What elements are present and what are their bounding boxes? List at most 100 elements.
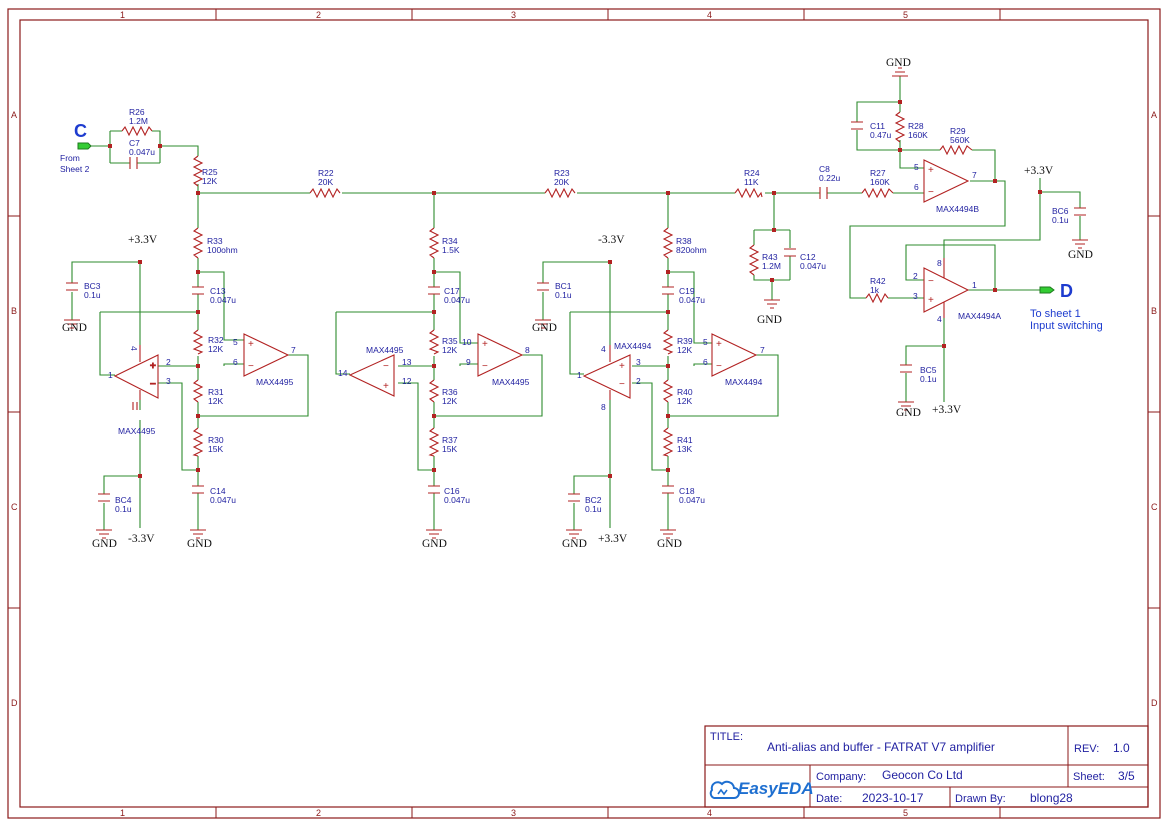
svg-text:−: − [716, 361, 722, 372]
value-label: 0.047u [129, 147, 155, 157]
opamp-u-c1[interactable]: + − [582, 345, 631, 400]
component-labels: R26 1.2M C7 0.047u R25 12K R22 20K R23 2… [84, 107, 1069, 514]
row-label-left: A [11, 110, 17, 120]
ref-label: R38 [676, 236, 692, 246]
gnd-label: GND [1068, 249, 1093, 261]
resistor-r31[interactable] [192, 379, 204, 403]
resistor-r27[interactable] [861, 187, 894, 199]
resistor-r26[interactable] [121, 125, 153, 137]
ref-label: BC5 [920, 365, 937, 375]
resistor-r39[interactable] [662, 329, 674, 355]
capacitor-c11[interactable] [851, 121, 863, 130]
capacitor-bc6[interactable] [1074, 207, 1086, 216]
pin-number: 7 [291, 345, 296, 355]
ref-label: R40 [677, 387, 693, 397]
opamp-u-d2[interactable]: − + [923, 258, 970, 318]
net-port-d[interactable]: D To sheet 1 Input switching [1030, 281, 1103, 332]
junctions [108, 100, 1042, 478]
row-label-left: D [11, 698, 18, 708]
net-c-desc: Sheet 2 [60, 164, 90, 174]
pin-number: 4 [601, 344, 606, 354]
capacitor-bc2[interactable] [568, 493, 580, 502]
net-d-name: D [1060, 281, 1073, 301]
resistor-r34[interactable] [428, 227, 440, 259]
rev-label: REV: [1074, 743, 1099, 755]
capacitor-c17[interactable] [428, 286, 440, 295]
resistor-r24[interactable] [734, 187, 763, 199]
capacitor-c16[interactable] [428, 485, 440, 494]
resistor-r36[interactable] [428, 379, 440, 403]
value-label: 0.47u [870, 130, 892, 140]
value-label: 0.1u [1052, 215, 1069, 225]
power-pos-label: +3.3V [932, 404, 962, 416]
ref-label: R37 [442, 435, 458, 445]
resistor-r38[interactable] [662, 227, 674, 259]
ref-label: R43 [762, 252, 778, 262]
opamp-u-b2[interactable]: + − [477, 333, 524, 377]
capacitor-bc1[interactable] [537, 282, 549, 291]
ref-label: R39 [677, 336, 693, 346]
pin-number: 2 [166, 357, 171, 367]
capacitor-bc3[interactable] [66, 282, 78, 291]
col-label-top: 5 [903, 10, 908, 20]
opamp-u-d1[interactable]: + − [923, 159, 970, 203]
ref-label: C12 [800, 252, 816, 262]
gnd-symbol [1072, 239, 1088, 249]
capacitor-c14[interactable] [192, 485, 204, 494]
gnd-symbol [535, 319, 551, 329]
opamp-u-c2[interactable]: + − [711, 333, 758, 377]
capacitor-c8[interactable] [819, 187, 828, 199]
resistor-r42[interactable] [865, 292, 889, 304]
value-label: 0.1u [920, 374, 937, 384]
col-label-bottom: 3 [511, 808, 516, 818]
resistor-r40[interactable] [662, 379, 674, 403]
resistor-r25[interactable] [192, 155, 204, 187]
ref-label: BC1 [555, 281, 572, 291]
gnd-label: GND [757, 314, 782, 326]
capacitor-c18[interactable] [662, 485, 674, 494]
net-port-c[interactable]: C From Sheet 2 [60, 121, 92, 174]
opamp-name: MAX4495 [492, 377, 530, 387]
resistor-r35[interactable] [428, 329, 440, 355]
power-pos-label: +3.3V [598, 533, 628, 545]
pin-number: 1 [972, 280, 977, 290]
capacitor-c19[interactable] [662, 286, 674, 295]
capacitor-c13[interactable] [192, 286, 204, 295]
resistor-r22[interactable] [309, 187, 341, 199]
resistor-r37[interactable] [428, 427, 440, 457]
pin-number: 7 [760, 345, 765, 355]
resistor-r43[interactable] [748, 244, 760, 276]
capacitor-bc5[interactable] [900, 364, 912, 373]
resistor-r32[interactable] [192, 329, 204, 355]
gnd-label: GND [886, 57, 911, 69]
resistor-r23[interactable] [544, 187, 576, 199]
capacitor-bc4[interactable] [98, 493, 110, 502]
value-label: 1.2M [762, 261, 781, 271]
ref-label: C17 [444, 286, 460, 296]
ref-label: R24 [744, 168, 760, 178]
resistor-r33[interactable] [192, 227, 204, 259]
opamp-u-a2[interactable]: + − [243, 333, 290, 377]
value-label: 0.1u [585, 504, 602, 514]
gnd-label: GND [562, 538, 587, 550]
resistor-r30[interactable] [192, 427, 204, 457]
value-label: 0.047u [679, 495, 705, 505]
resistor-r29[interactable] [939, 144, 973, 156]
svg-text:−: − [482, 361, 488, 372]
sheet-value: 3/5 [1118, 769, 1135, 783]
capacitor-c12[interactable] [784, 248, 796, 257]
opamp-u-a1[interactable]: + − [113, 345, 159, 410]
ref-label: C8 [819, 164, 830, 174]
ref-label: R27 [870, 168, 886, 178]
capacitor-c7[interactable] [129, 157, 138, 169]
opamp-u-b1[interactable]: − + [348, 354, 395, 397]
resistor-r28[interactable] [894, 111, 906, 143]
pin-number: 6 [703, 357, 708, 367]
pin-number: 3 [913, 291, 918, 301]
opamp-name: MAX4494 [614, 341, 652, 351]
value-label: 12K [677, 396, 692, 406]
value-label: 160K [870, 177, 890, 187]
ref-label: R23 [554, 168, 570, 178]
easyeda-logo-icon: EasyEDA [709, 779, 814, 799]
resistor-r41[interactable] [662, 427, 674, 457]
